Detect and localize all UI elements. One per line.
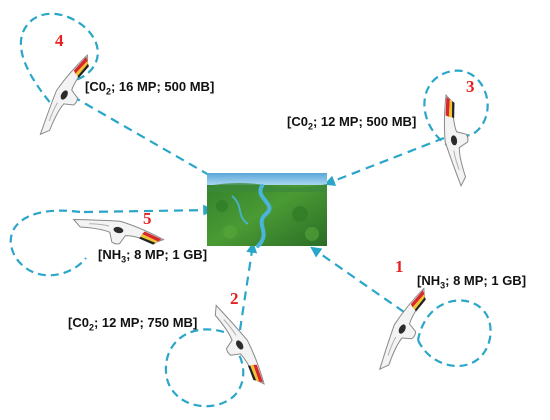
uav-2-specs: ; 12 MP; 750 MB] [93, 315, 198, 330]
uav-1-spec-label: [NH3; 8 MP; 1 GB] [417, 274, 526, 291]
loiter-loop-uav-5 [9, 209, 87, 277]
loiter-loop-uav-1 [416, 299, 492, 368]
uav-5-gas: [NH [98, 247, 122, 262]
loiter-loop-uav-2 [164, 328, 245, 408]
uav-5-gas-subscript: 3 [121, 254, 127, 265]
uav-number-4: 4 [55, 31, 64, 50]
uav-1-gas-subscript: 3 [440, 280, 446, 291]
uav-number-2: 2 [230, 289, 239, 308]
uav-4-gas-subscript: 2 [105, 86, 111, 97]
flight-path-uav-4 [71, 95, 230, 188]
uav-number-5: 5 [143, 209, 152, 228]
loiter-loop-uav-4 [19, 12, 99, 113]
uav-3-gas-subscript: 2 [307, 121, 313, 132]
uav-1-aircraft-icon [372, 283, 437, 377]
flight-path-uav-5 [83, 204, 215, 216]
uav-5-specs: ; 8 MP; 1 GB] [126, 247, 208, 262]
uav-2-gas: [C0 [68, 315, 89, 330]
uav-3-specs: ; 12 MP; 500 MB] [312, 114, 417, 129]
uav-1-gas: [NH [417, 273, 441, 288]
uav-number-1: 1 [395, 257, 404, 276]
uav-2-aircraft-icon [202, 300, 273, 392]
uav-4-gas: [C0 [85, 79, 106, 94]
uav-number-3: 3 [466, 77, 475, 96]
flight-path-uav-3 [323, 136, 445, 186]
uav-3-gas: [C0 [287, 114, 308, 129]
uav-3-aircraft-icon [436, 92, 477, 188]
uav-2-gas-subscript: 2 [88, 322, 94, 333]
flight-path-uav-1 [310, 246, 405, 313]
uav-4-spec-label: [C02; 16 MP; 500 MB] [85, 80, 214, 97]
loiter-loop-uav-3 [423, 69, 489, 149]
forest-river-photo [207, 173, 327, 248]
uav-5-spec-label: [NH3; 8 MP; 1 GB] [98, 248, 207, 265]
flight-path-uav-2 [238, 241, 258, 331]
uav-3-spec-label: [C02; 12 MP; 500 MB] [287, 115, 416, 132]
uav-2-spec-label: [C02; 12 MP; 750 MB] [68, 316, 197, 333]
uav-4-specs: ; 16 MP; 500 MB] [110, 79, 215, 94]
uav-1-specs: ; 8 MP; 1 GB] [445, 273, 527, 288]
